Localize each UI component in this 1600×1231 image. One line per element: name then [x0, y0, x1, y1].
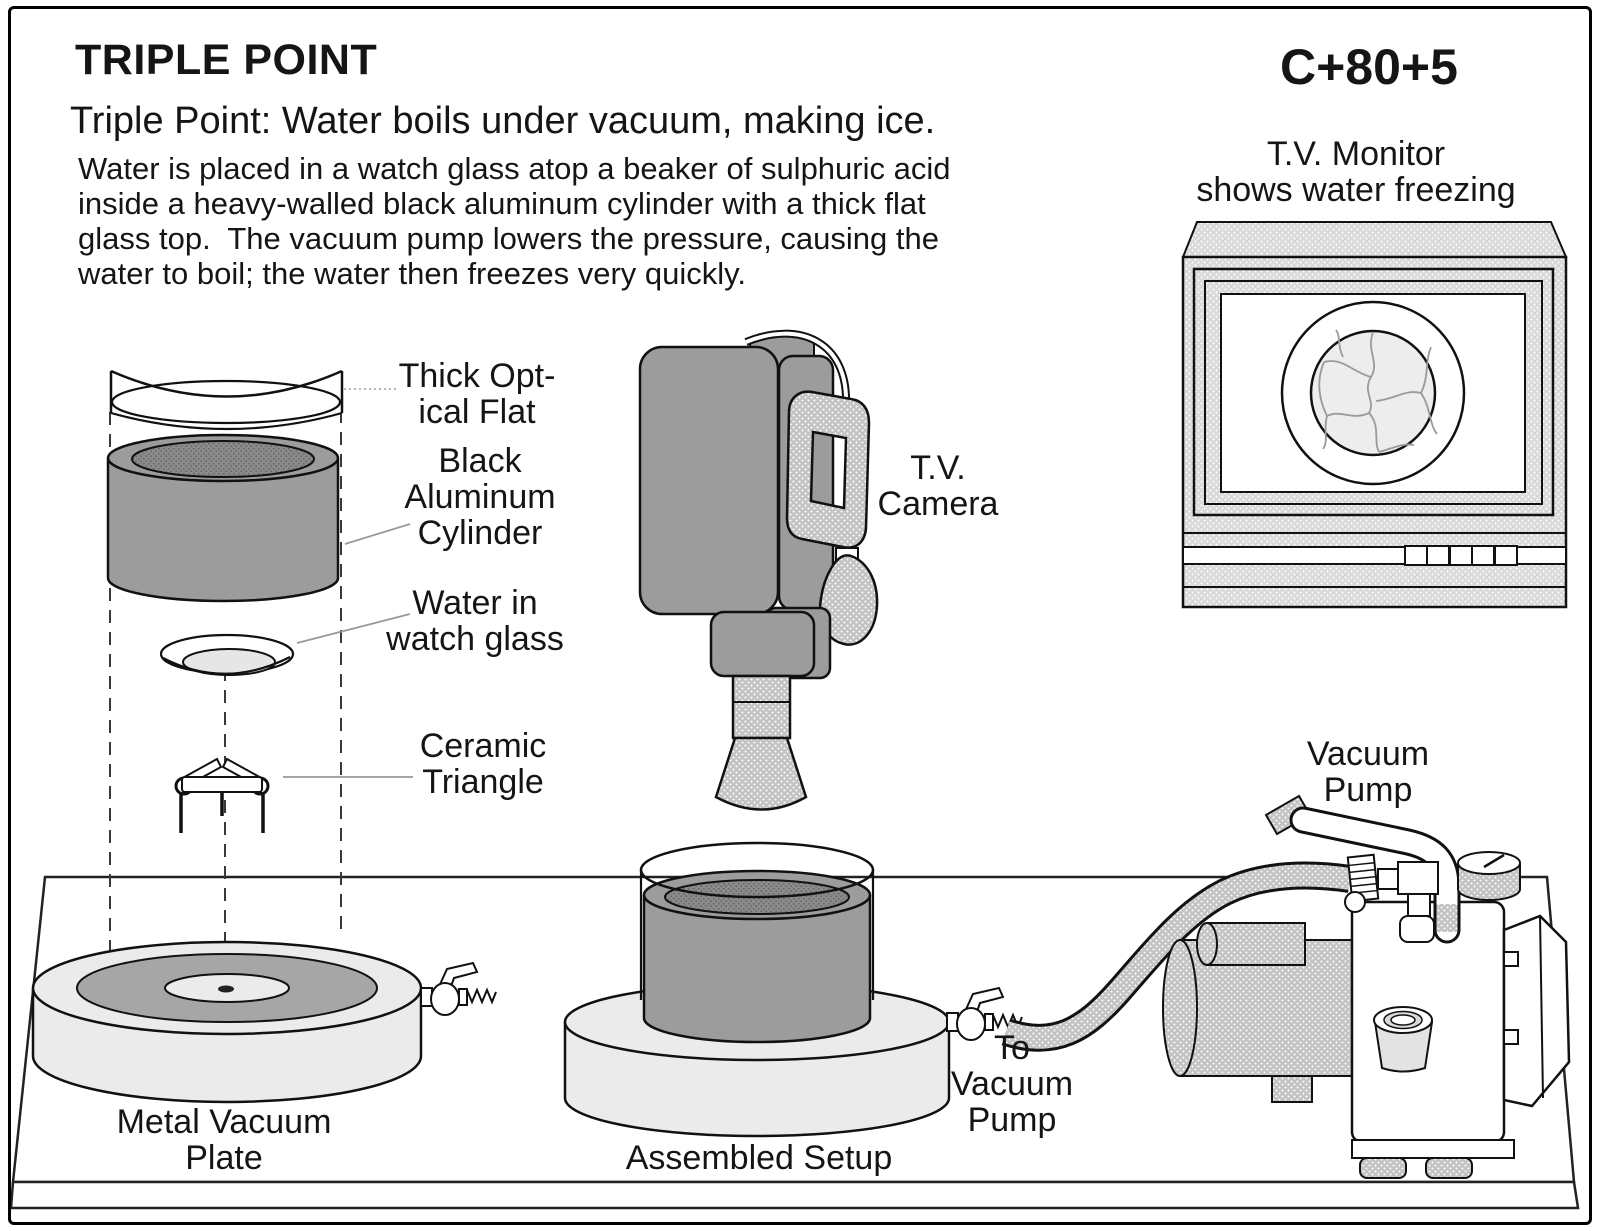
page-title: TRIPLE POINT — [75, 36, 378, 84]
black-aluminum-cylinder — [106, 433, 340, 603]
label-line: Pump — [1323, 771, 1413, 809]
label-watch-glass: Water in watch glass — [386, 585, 564, 657]
ceramic-triangle — [174, 757, 270, 833]
label-line: Triangle — [422, 763, 544, 801]
metal-vacuum-plate — [31, 940, 497, 1104]
label-line: T.V. — [910, 449, 966, 487]
camera-lens-cone — [714, 736, 808, 811]
label-line: To — [994, 1029, 1030, 1067]
monitor-buttons — [1404, 545, 1518, 566]
description-line: water to boil; the water then freezes ve… — [78, 256, 746, 291]
label-metal-plate: Metal Vacuum Plate — [117, 1104, 332, 1176]
label-line: Camera — [877, 485, 999, 523]
tv-camera — [638, 329, 879, 811]
label-line: shows water freezing — [1196, 171, 1516, 209]
label-leader-lines — [283, 388, 413, 778]
subtitle: Triple Point: Water boils under vacuum, … — [70, 100, 936, 142]
camera-handle — [785, 390, 871, 549]
description-line: inside a heavy-walled black aluminum cyl… — [78, 186, 926, 221]
camera-body — [638, 345, 780, 616]
assembled-setup — [563, 841, 1023, 1138]
description: Water is placed in a watch glass atop a … — [78, 151, 950, 291]
freezing-water-image — [1309, 329, 1437, 457]
label-line: Pump — [967, 1101, 1057, 1139]
label-vacuum-pump: Vacuum Pump — [1307, 736, 1429, 808]
label-to-vacuum-pump: To Vacuum Pump — [951, 1030, 1073, 1138]
label-assembled-setup: Assembled Setup — [625, 1139, 893, 1177]
tv-monitor — [1181, 221, 1568, 609]
vacuum-pump — [1162, 794, 1571, 1179]
pump-gauge — [1457, 851, 1521, 901]
watch-glass — [159, 633, 295, 676]
gauge-needle — [1483, 853, 1505, 869]
demo-code: C+80+5 — [1280, 39, 1458, 95]
label-optical-flat: Thick Opt- ical Flat — [399, 358, 556, 430]
description-line: Water is placed in a watch glass atop a … — [78, 151, 951, 186]
clamp-screw — [1344, 891, 1366, 913]
label-line: Ceramic — [419, 727, 547, 765]
label-line: Cylinder — [417, 514, 543, 552]
label-line: Vacuum — [1306, 735, 1430, 773]
thick-optical-flat — [109, 369, 344, 431]
pump-oil-port — [1373, 1021, 1434, 1073]
label-line: Plate — [185, 1139, 263, 1177]
label-tv-monitor: T.V. Monitor shows water freezing — [1196, 136, 1515, 208]
label-ceramic-triangle: Ceramic Triangle — [420, 728, 547, 800]
label-line: T.V. Monitor — [1266, 135, 1446, 173]
label-line: Thick Opt- — [398, 357, 556, 395]
description-line: glass top. The vacuum pump lowers the pr… — [78, 221, 939, 256]
pump-inlet-fitting — [1377, 861, 1439, 943]
label-line: Vacuum — [950, 1065, 1074, 1103]
label-black-cylinder: Black Aluminum Cylinder — [404, 443, 555, 551]
label-line: ical Flat — [418, 393, 536, 431]
label-line: watch glass — [386, 620, 564, 658]
pump-handle — [1264, 794, 1461, 944]
ice-cracks — [1318, 329, 1438, 453]
camera-lens-barrel — [731, 674, 792, 740]
camera-bulb — [818, 554, 879, 646]
label-line: Aluminum — [404, 478, 556, 516]
label-tv-camera: T.V. Camera — [878, 450, 999, 522]
label-line: Metal Vacuum — [116, 1103, 332, 1141]
vacuum-hose — [1001, 861, 1353, 1052]
label-line: Water in — [412, 584, 538, 622]
label-line: Black — [438, 442, 522, 480]
